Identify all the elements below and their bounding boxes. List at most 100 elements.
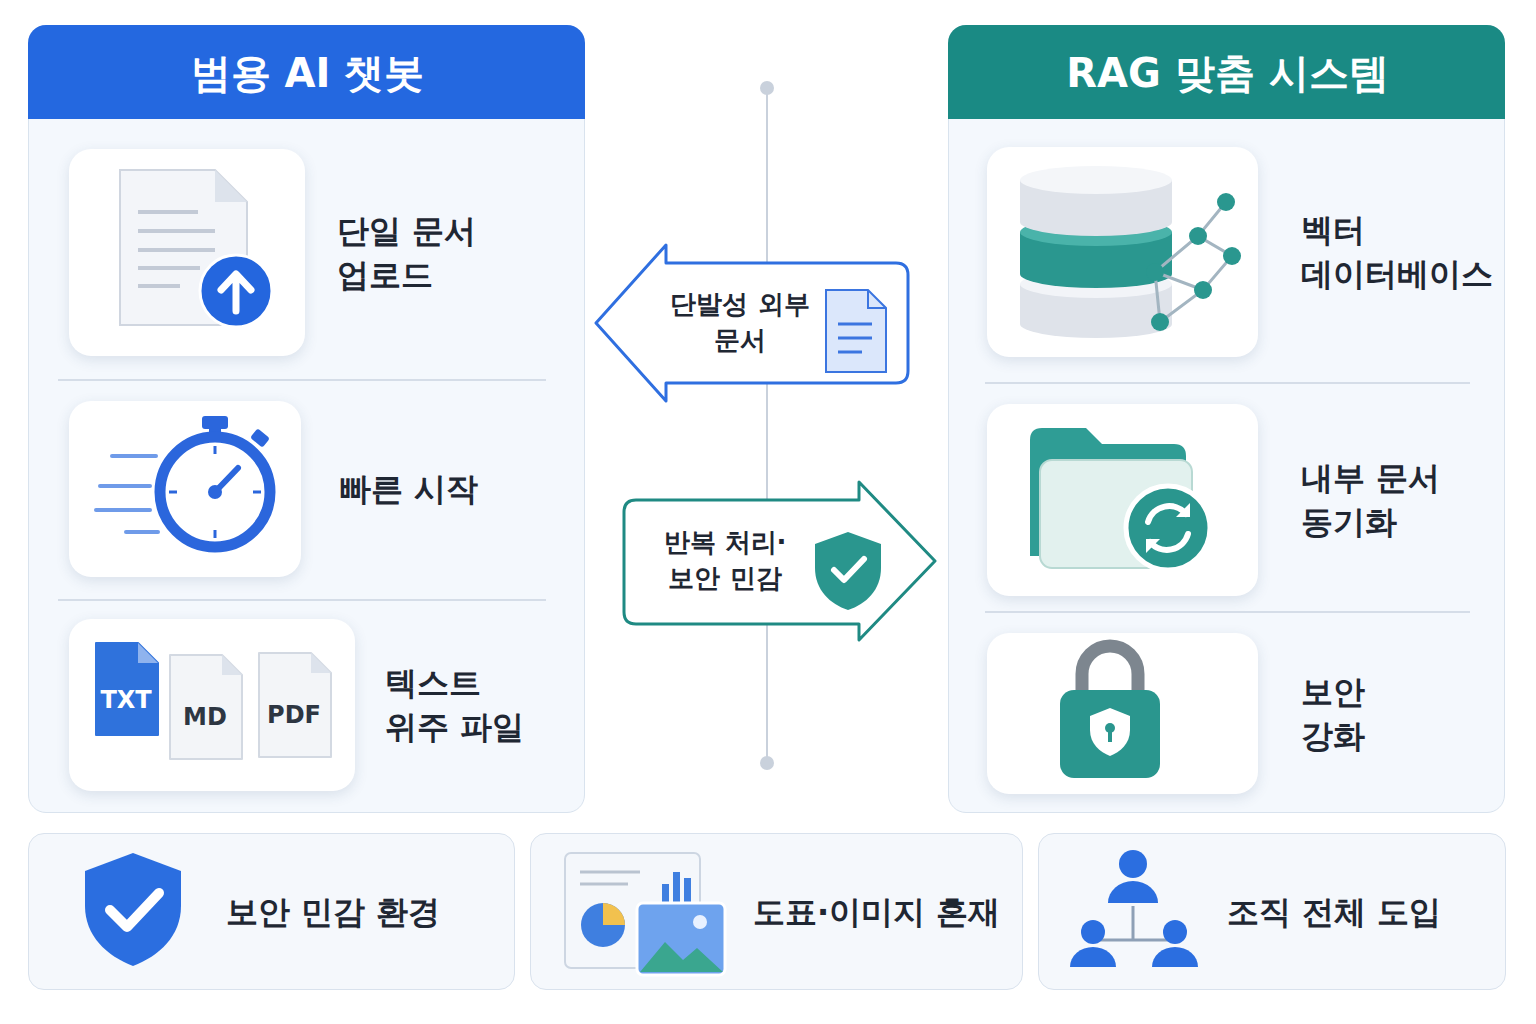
feature-card: 빠른 시작	[69, 401, 301, 577]
shield-check-icon	[85, 853, 181, 966]
feature-label: 빠른 시작	[339, 467, 539, 511]
file-fold	[222, 655, 242, 675]
stopwatch-stem	[209, 427, 221, 439]
bar	[684, 878, 691, 902]
network-node	[1189, 227, 1207, 245]
upload-badge	[200, 255, 272, 327]
pie-slice	[603, 903, 625, 925]
file-icon: MD	[166, 651, 244, 763]
speed-line	[126, 530, 158, 534]
bar	[673, 872, 680, 902]
pie-chart	[581, 903, 625, 947]
file-icon: TXT	[92, 639, 160, 739]
scenario-label: 보안 민감 환경	[226, 889, 440, 933]
file-type-label: TXT	[92, 684, 160, 717]
arrow-document-icon	[826, 290, 886, 372]
network-node	[1223, 247, 1241, 265]
check-mark	[834, 559, 864, 580]
person-head	[1163, 920, 1187, 944]
folder-back	[1030, 428, 1186, 556]
org-connector	[1093, 906, 1173, 940]
panel-box: 범용 AI 챗봇단일 문서 업로드빠른 시작텍스트 위주 파일 TXTMD PDF	[28, 25, 585, 813]
feature-card: 벡터 데이터베이스	[987, 147, 1258, 357]
document-fold	[215, 170, 247, 202]
block-arrow-shape	[622, 480, 937, 642]
feature-card: 보안 강화	[987, 633, 1258, 794]
arrow-shield-icon	[815, 532, 881, 610]
file-fold	[311, 653, 331, 673]
feature-card: 텍스트 위주 파일TXTMDPDF	[69, 619, 355, 791]
image-mountain	[640, 942, 723, 972]
file-type-label: MD	[166, 701, 244, 734]
stopwatch-knob	[202, 416, 228, 429]
file-fold	[138, 643, 158, 663]
panel-title: 범용 AI 챗봇	[29, 26, 586, 120]
image-sun	[693, 915, 707, 929]
network-node	[1151, 313, 1169, 331]
shield-shape	[815, 532, 881, 610]
stopwatch-icon	[96, 416, 270, 547]
arrow-label: 반복 처리· 보안 민감	[650, 525, 800, 597]
stopwatch-tick	[253, 491, 261, 494]
stopwatch-center	[208, 485, 222, 499]
bar	[662, 884, 669, 902]
stopwatch-tick	[214, 530, 217, 538]
network-node	[1194, 281, 1212, 299]
keyhole	[1108, 730, 1112, 742]
person-body	[1152, 947, 1198, 967]
document-fold	[868, 290, 886, 308]
chart-card	[565, 853, 700, 968]
padlock-shackle	[1082, 646, 1138, 700]
padlock-icon	[1060, 646, 1160, 778]
network-node	[1146, 263, 1164, 281]
block-arrow: 반복 처리· 보안 민감	[622, 480, 937, 642]
document-line	[838, 337, 872, 340]
sync-arrow	[1148, 506, 1186, 522]
feature-label: 단일 문서 업로드	[337, 208, 497, 296]
sync-arrowhead	[1146, 539, 1160, 553]
document-line	[838, 323, 872, 326]
database-disc-top	[1020, 270, 1172, 298]
stopwatch-tick	[169, 491, 177, 494]
speed-line	[112, 454, 156, 458]
feature-label: 텍스트 위주 파일	[385, 661, 535, 749]
padlock-body	[1060, 690, 1160, 778]
divider-dot	[760, 756, 774, 770]
divider-dot	[760, 81, 774, 95]
speed-line	[100, 484, 150, 488]
database-disc	[1020, 284, 1172, 338]
database-disc-top	[1020, 166, 1172, 194]
padlock-shield	[1090, 708, 1130, 756]
stopwatch-tick	[214, 446, 217, 454]
person-body	[1070, 947, 1116, 967]
document-line	[138, 210, 198, 214]
block-arrow: 단발성 외부 문서	[594, 243, 910, 403]
person-head	[1081, 920, 1105, 944]
arrow-label: 단발성 외부 문서	[670, 287, 810, 359]
scenario-box: 도표·이미지 혼재	[530, 833, 1023, 990]
stopwatch-hand	[215, 468, 238, 492]
separator-line	[985, 611, 1470, 613]
check-mark	[110, 893, 159, 927]
sync-arrow	[1150, 534, 1188, 550]
separator-line	[58, 599, 546, 601]
image-card	[637, 903, 725, 975]
upload-arrow	[221, 274, 251, 311]
block-arrow-outline	[624, 482, 935, 640]
person-head	[1119, 850, 1147, 878]
center-divider	[766, 88, 768, 763]
feature-card: 내부 문서 동기화	[987, 404, 1258, 596]
panel-title: RAG 맞춤 시스템	[949, 26, 1506, 120]
document-sheet	[120, 170, 247, 325]
separator-line	[58, 379, 546, 381]
file-type-label: PDF	[255, 699, 333, 732]
folder-front	[1040, 460, 1192, 568]
document-line	[138, 266, 200, 270]
separator-line	[985, 382, 1470, 384]
file-icon: PDF	[255, 649, 333, 761]
sync-arrowhead	[1176, 503, 1190, 517]
document-line	[138, 284, 180, 288]
feature-label: 보안 강화	[1301, 669, 1381, 757]
keyhole	[1105, 723, 1115, 733]
database-icon	[1020, 166, 1241, 338]
